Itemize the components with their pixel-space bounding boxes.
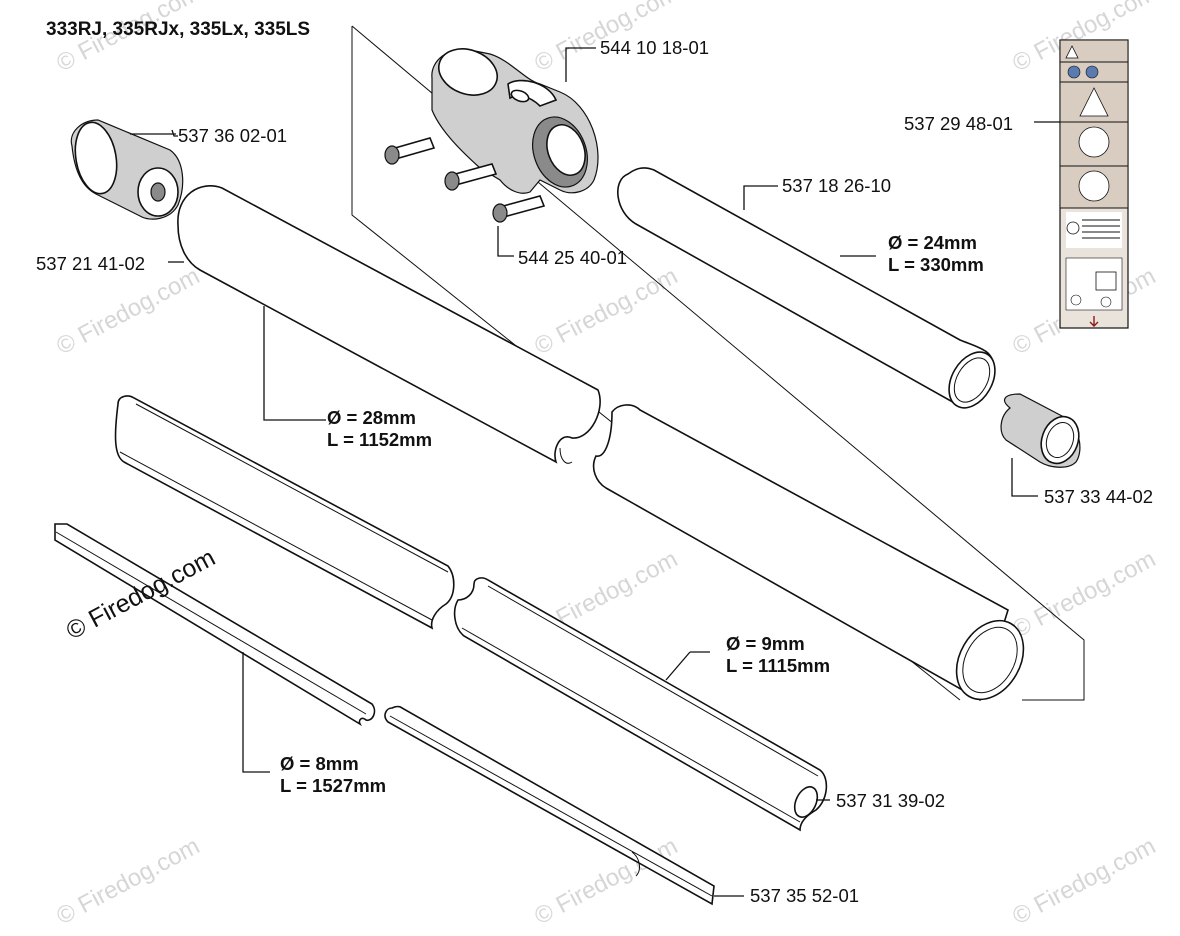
label-liner: 537 31 39-02 [836, 790, 945, 811]
label-clamp: 544 10 18-01 [600, 37, 709, 58]
shaft-upper [54, 523, 376, 727]
dimension-labels: Ø = 24mm L = 330mm Ø = 28mm L = 1152mm Ø… [280, 232, 984, 796]
dim-shaft-dia: Ø = 8mm [280, 753, 359, 774]
dim-outer-tube-dia: Ø = 28mm [327, 407, 416, 428]
clamp [431, 48, 599, 194]
label-shaft: 537 35 52-01 [750, 885, 859, 906]
dim-shaft-len: L = 1527mm [280, 775, 386, 796]
label-outer-tube: 537 21 41-02 [36, 253, 145, 274]
dim-outer-tube-len: L = 1152mm [327, 429, 432, 450]
shaft-lower [384, 705, 715, 906]
watermark: © Firedog.com [52, 832, 204, 930]
watermark: © Firedog.com [530, 262, 682, 360]
outer-tube-upper [177, 185, 601, 464]
short-tube [617, 167, 996, 409]
screws [384, 137, 546, 223]
plug [70, 119, 184, 220]
outer-tube-lower [592, 404, 1025, 702]
label-plug: 537 36 02-01 [178, 125, 287, 146]
label-sleeve: 537 33 44-02 [1044, 486, 1153, 507]
watermark: © Firedog.com [530, 832, 682, 930]
dim-liner-len: L = 1115mm [726, 655, 830, 676]
watermark: © Firedog.com [1008, 832, 1160, 930]
dim-short-tube-len: L = 330mm [888, 254, 984, 275]
dim-liner-dia: Ø = 9mm [726, 633, 805, 654]
liner-upper [114, 395, 455, 630]
dim-short-tube-dia: Ø = 24mm [888, 232, 977, 253]
watermark: © Firedog.com [52, 262, 204, 360]
watermark: © Firedog.com [1008, 545, 1160, 643]
leader-lines [130, 47, 1060, 897]
part-labels: 544 10 18-01 537 36 02-01 537 29 48-01 5… [36, 37, 1153, 906]
model-title: 333RJ, 335RJx, 335Lx, 335LS [46, 19, 310, 40]
sleeve [1000, 393, 1081, 468]
warning-decal [1059, 39, 1129, 329]
label-decal: 537 29 48-01 [904, 113, 1013, 134]
label-screw: 544 25 40-01 [518, 247, 627, 268]
liner-lower [453, 577, 828, 832]
label-short-tube: 537 18 26-10 [782, 175, 891, 196]
